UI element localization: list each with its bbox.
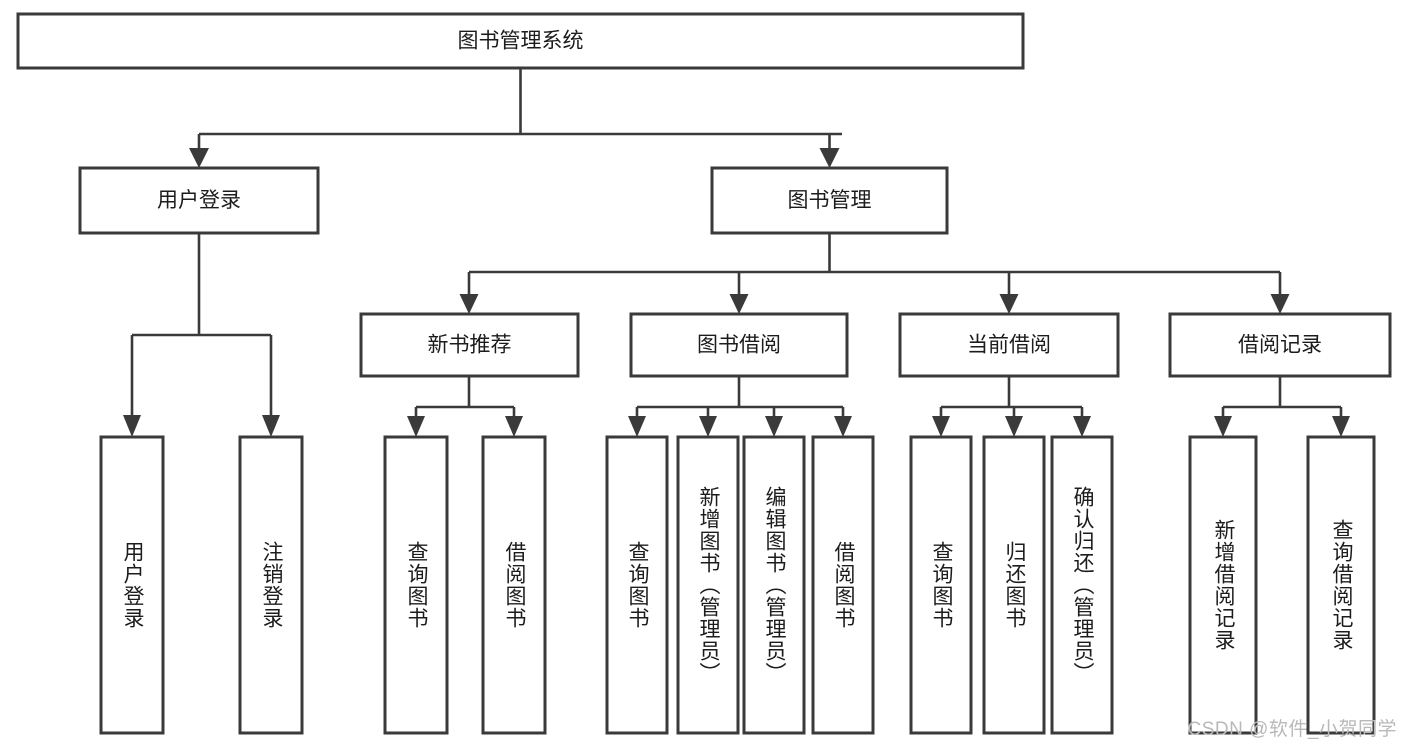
arrow-new-book-recommend bbox=[459, 294, 479, 314]
node-label-book-manage: 图书管理 bbox=[788, 189, 872, 212]
arrow-leaf-return-book bbox=[1005, 416, 1023, 437]
arrow-leaf-query-borrow-record bbox=[1332, 416, 1350, 437]
node-box-book-borrow[interactable] bbox=[629, 312, 849, 378]
node-box-leaf-query-borrow-record[interactable] bbox=[1306, 435, 1376, 735]
node-box-borrow-record[interactable] bbox=[1168, 312, 1392, 378]
node-box-leaf-query-book-current[interactable] bbox=[909, 435, 973, 735]
node-box-leaf-user-login[interactable] bbox=[99, 435, 165, 735]
arrow-leaf-user-login bbox=[123, 415, 141, 437]
node-label-borrow-record: 借阅记录 bbox=[1238, 334, 1322, 357]
connector-group-borrow-record-to-leaves bbox=[1214, 376, 1350, 437]
node-label-root: 图书管理系统 bbox=[458, 30, 584, 53]
arrow-leaf-add-book bbox=[699, 416, 717, 437]
node-box-leaf-borrow-book-recommend[interactable] bbox=[481, 435, 547, 735]
node-box-leaf-add-borrow-record[interactable] bbox=[1188, 435, 1258, 735]
arrow-borrow-record bbox=[1270, 294, 1290, 314]
node-box-leaf-query-book-recommend[interactable] bbox=[383, 435, 449, 735]
arrow-leaf-borrow-book-recommend bbox=[505, 416, 523, 437]
arrow-leaf-add-borrow-record bbox=[1214, 416, 1232, 437]
arrow-leaf-user-logout bbox=[262, 415, 280, 437]
node-box-leaf-confirm-return[interactable] bbox=[1050, 435, 1114, 735]
node-box-new-book-recommend[interactable] bbox=[359, 312, 580, 378]
node-box-leaf-add-book[interactable] bbox=[676, 435, 740, 735]
node-box-leaf-edit-book[interactable] bbox=[742, 435, 806, 735]
node-label-new-book-recommend: 新书推荐 bbox=[428, 334, 512, 357]
node-box-user-login[interactable] bbox=[78, 166, 320, 235]
arrow-current-borrow bbox=[999, 294, 1019, 314]
connector-group-new-book-recommend-to-leaves bbox=[407, 376, 523, 437]
arrow-leaf-query-book-borrow bbox=[628, 416, 646, 437]
node-label-user-login: 用户登录 bbox=[157, 189, 241, 212]
node-boxes-layer bbox=[16, 12, 1392, 735]
arrow-leaf-query-book-recommend bbox=[407, 416, 425, 437]
node-box-leaf-return-book[interactable] bbox=[982, 435, 1046, 735]
connector-group-root-to-level2 bbox=[189, 68, 842, 168]
arrow-user-login bbox=[189, 148, 209, 168]
connector-group-user-login-to-leaves bbox=[123, 233, 280, 437]
node-label-current-borrow: 当前借阅 bbox=[967, 334, 1051, 357]
node-box-leaf-query-book-borrow[interactable] bbox=[605, 435, 669, 735]
connector-group-current-borrow-to-leaves bbox=[932, 376, 1091, 437]
node-box-root[interactable] bbox=[16, 12, 1025, 70]
node-box-leaf-borrow-book[interactable] bbox=[811, 435, 875, 735]
connector-group-book-borrow-to-leaves bbox=[628, 376, 852, 437]
node-label-book-borrow: 图书借阅 bbox=[697, 334, 781, 357]
csdn-watermark: CSDN @软件_小贺同学 bbox=[1187, 719, 1397, 740]
node-box-book-manage[interactable] bbox=[710, 166, 949, 235]
arrow-book-manage bbox=[819, 148, 840, 168]
arrow-book-borrow bbox=[729, 294, 749, 314]
node-box-current-borrow[interactable] bbox=[898, 312, 1120, 378]
arrow-leaf-confirm-return bbox=[1073, 416, 1091, 437]
arrow-leaf-query-book-current bbox=[932, 416, 950, 437]
connector-group-book-manage-to-level3 bbox=[459, 233, 1290, 314]
arrow-leaf-borrow-book bbox=[834, 416, 852, 437]
node-box-leaf-user-logout[interactable] bbox=[238, 435, 304, 735]
arrow-leaf-edit-book bbox=[765, 416, 783, 437]
